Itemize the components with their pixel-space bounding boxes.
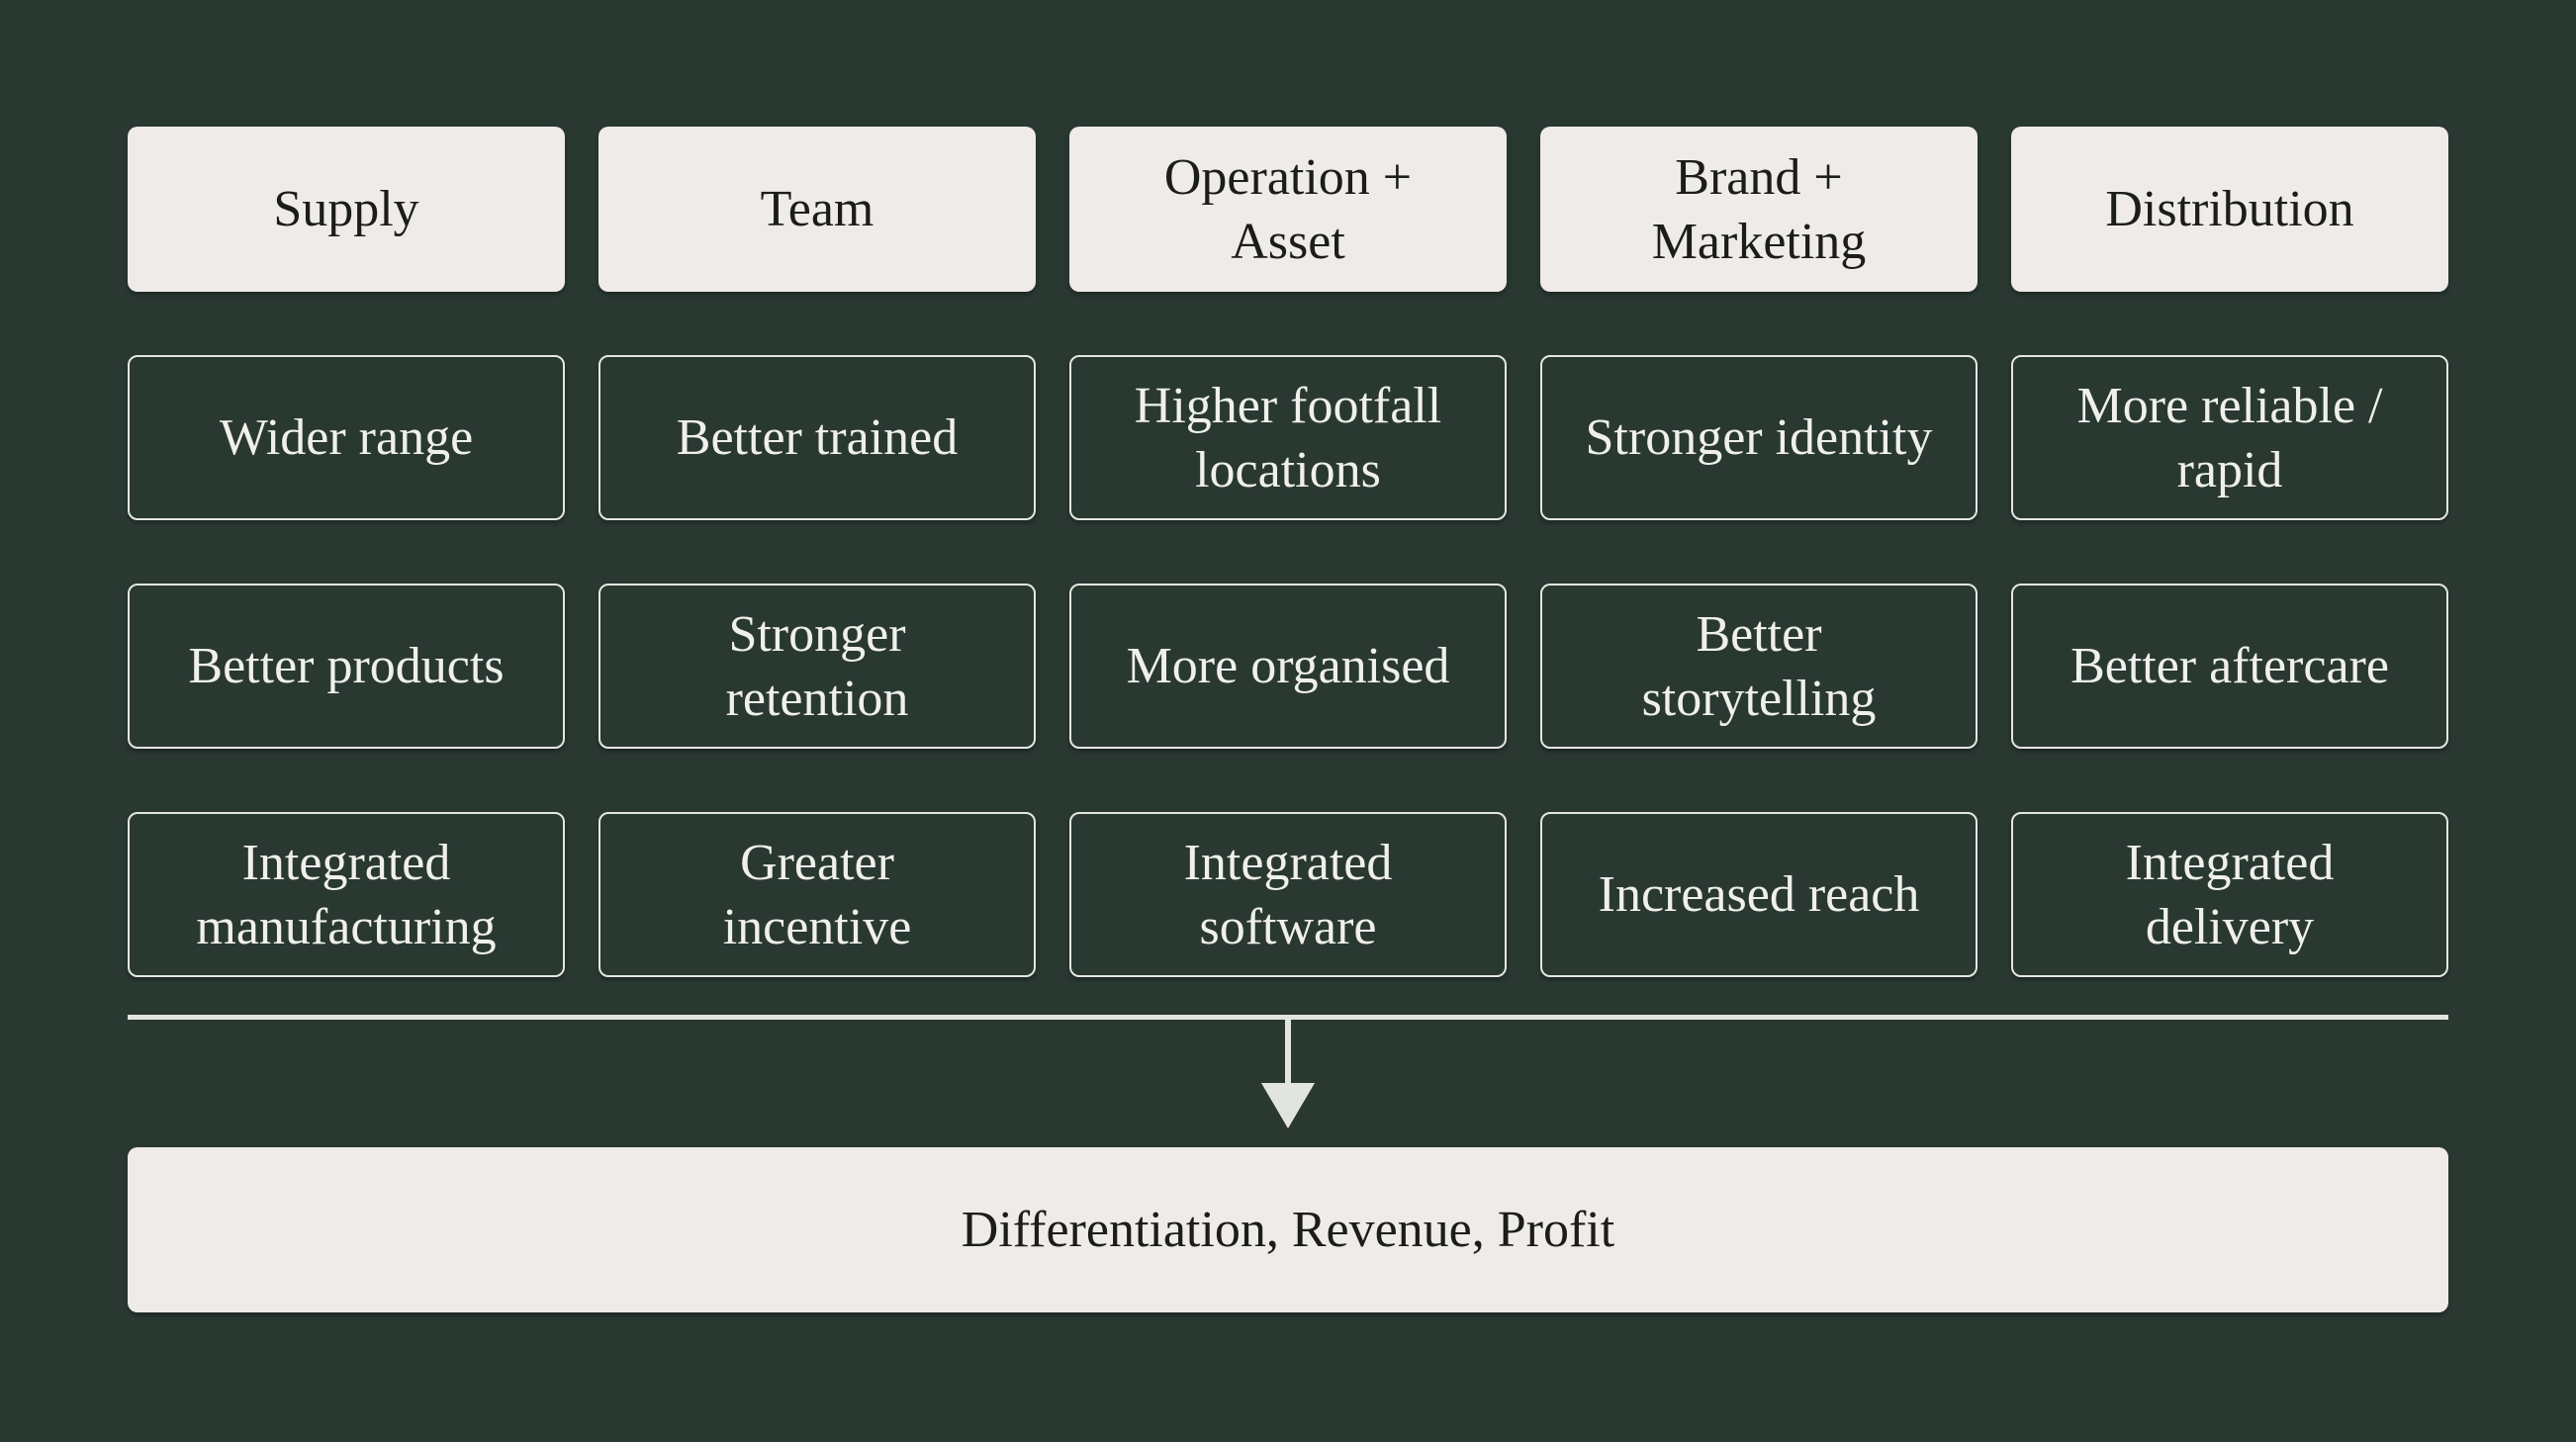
item-card-stronger-retention: Stronger retention (598, 584, 1036, 749)
item-card-better-trained: Better trained (598, 355, 1036, 520)
item-card-increased-reach: Increased reach (1540, 812, 1978, 977)
item-card-integrated-software: Integrated software (1069, 812, 1507, 977)
item-card-better-aftercare: Better aftercare (2011, 584, 2448, 749)
down-arrow-icon (1261, 1083, 1315, 1128)
item-card-integrated-manufacturing: Integrated manufacturing (128, 812, 565, 977)
item-card-wider-range: Wider range (128, 355, 565, 520)
item-card-more-organised: More organised (1069, 584, 1507, 749)
outcome-banner: Differentiation, Revenue, Profit (128, 1147, 2448, 1312)
item-card-better-storytelling: Better storytelling (1540, 584, 1978, 749)
item-card-integrated-delivery: Integrated delivery (2011, 812, 2448, 977)
item-card-greater-incentive: Greater incentive (598, 812, 1036, 977)
item-card-higher-footfall-locations: Higher footfall locations (1069, 355, 1507, 520)
header-card-brand-marketing: Brand + Marketing (1540, 127, 1978, 292)
down-arrow-stem (1285, 1020, 1291, 1085)
header-card-team: Team (598, 127, 1036, 292)
header-card-distribution: Distribution (2011, 127, 2448, 292)
header-card-supply: Supply (128, 127, 565, 292)
connector-horizontal-line (128, 1015, 2448, 1020)
category-grid: Supply Team Operation + Asset Brand + Ma… (128, 127, 2448, 977)
item-card-better-products: Better products (128, 584, 565, 749)
item-card-stronger-identity: Stronger identity (1540, 355, 1978, 520)
item-card-more-reliable-rapid: More reliable / rapid (2011, 355, 2448, 520)
header-card-operation-asset: Operation + Asset (1069, 127, 1507, 292)
